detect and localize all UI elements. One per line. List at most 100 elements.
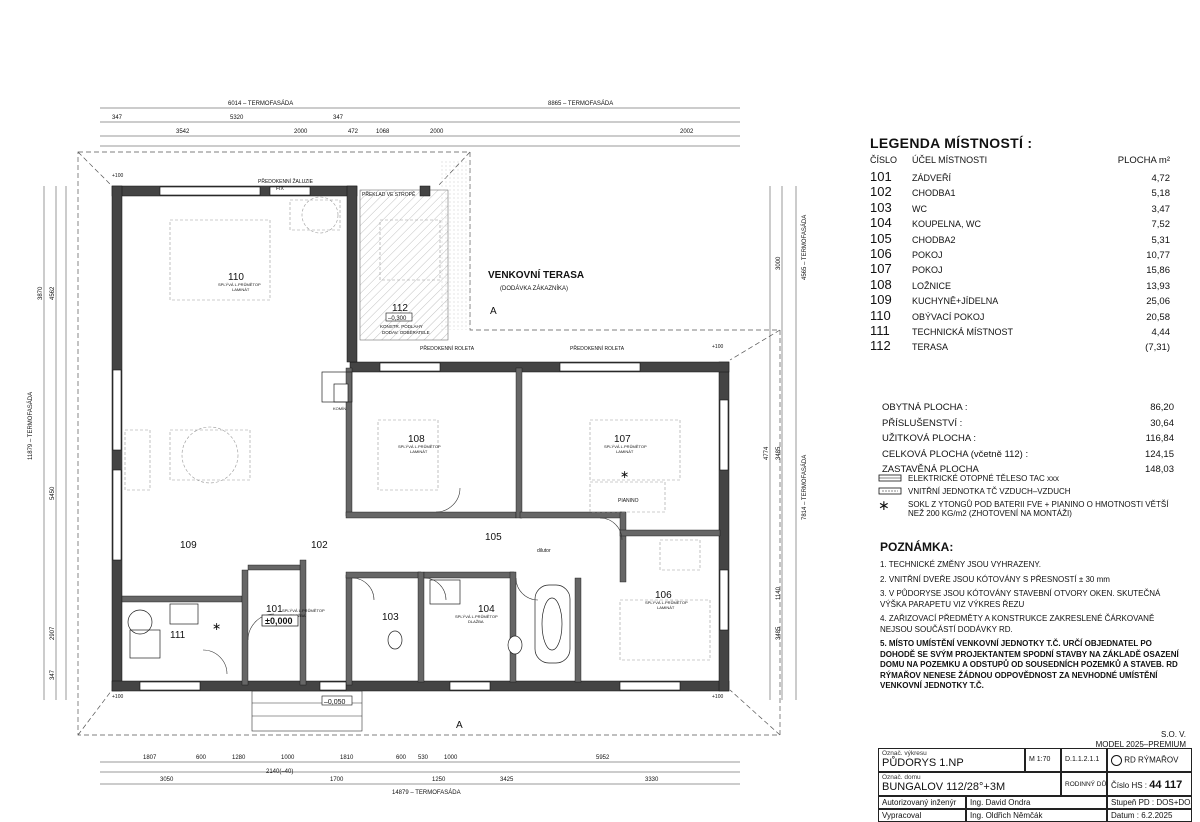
svg-text:dilutor: dilutor bbox=[537, 548, 551, 554]
summary-label: UŽITKOVÁ PLOCHA : bbox=[882, 433, 976, 444]
legend-room-number: 105 bbox=[870, 230, 892, 246]
summary-row: UŽITKOVÁ PLOCHA : 116,84 bbox=[882, 433, 1174, 449]
svg-text:PŘEKLAD VE STROPĚ: PŘEKLAD VE STROPĚ bbox=[362, 190, 416, 198]
heater-icon bbox=[878, 474, 908, 484]
level-outside: –0,050 bbox=[324, 699, 346, 706]
plan-labels: VENKOVNÍ TERASA (DODÁVKA ZÁKAZNÍKA) A A … bbox=[27, 100, 808, 796]
room-108-num: 108 bbox=[408, 434, 425, 445]
furniture bbox=[124, 196, 711, 661]
terrace-title: VENKOVNÍ TERASA bbox=[488, 268, 584, 281]
roof-outline bbox=[77, 151, 781, 736]
summary-value: 124,15 bbox=[1144, 448, 1174, 460]
company-logo: RD RÝMAŘOV bbox=[1107, 748, 1192, 772]
key-asterisk: ∗ SOKL Z YTONGŮ POD BATERII FVE + PIANIN… bbox=[878, 497, 1169, 518]
model-stamp: S.O. V. MODEL 2025–PREMIUM bbox=[1095, 730, 1186, 749]
summary-row: PŘÍSLUŠENSTVÍ :30,64 bbox=[882, 418, 1174, 434]
section-mark-bottom: A bbox=[456, 720, 463, 731]
svg-text:347: 347 bbox=[50, 669, 56, 680]
svg-text:SPLÝVÁ L.PRŮMĚTOP: SPLÝVÁ L.PRŮMĚTOP bbox=[218, 282, 261, 287]
svg-text:1700: 1700 bbox=[330, 777, 344, 783]
legend-room-area: 4,44 bbox=[1151, 326, 1171, 338]
door-swings bbox=[202, 487, 623, 675]
svg-text:472: 472 bbox=[348, 129, 359, 135]
legend-room-number: 106 bbox=[870, 245, 892, 261]
svg-text:5320: 5320 bbox=[230, 115, 244, 121]
legend-room-area: 5,18 bbox=[1151, 188, 1171, 200]
tb-hs: Číslo HS : 44 117 bbox=[1107, 772, 1192, 796]
room-103-num: 103 bbox=[382, 612, 399, 623]
svg-text:530: 530 bbox=[418, 755, 429, 761]
svg-text:11879 – TERMOFASÁDA: 11879 – TERMOFASÁDA bbox=[27, 392, 34, 460]
room-101-num: 101 bbox=[266, 604, 283, 615]
svg-text:5450: 5450 bbox=[50, 486, 56, 500]
svg-text:1280: 1280 bbox=[232, 755, 246, 761]
svg-text:DODAV. ODBĚRATELE: DODAV. ODBĚRATELE bbox=[382, 328, 430, 335]
terrace-outside-hatch bbox=[440, 160, 470, 330]
indoor-unit-icon bbox=[878, 487, 908, 497]
svg-text:+100: +100 bbox=[112, 694, 123, 700]
svg-text:3050: 3050 bbox=[160, 777, 174, 783]
svg-text:347: 347 bbox=[112, 115, 123, 121]
room-104-num: 104 bbox=[478, 604, 495, 615]
svg-text:3542: 3542 bbox=[176, 129, 190, 135]
legend-room-name: CHODBA1 bbox=[912, 188, 956, 199]
svg-text:KONSTR. PODLAHY: KONSTR. PODLAHY bbox=[380, 324, 423, 329]
summary-row: CELKOVÁ PLOCHA (včetně 112) :124,15 bbox=[882, 449, 1174, 465]
note-item: 3. V PŮDORYSE JSOU KÓTOVÁNY STAVEBNÍ OTV… bbox=[880, 589, 1161, 609]
notes-list: 1. TECHNICKÉ ZMĚNY JSOU VYHRAZENY. 2. VNI… bbox=[880, 560, 1180, 692]
svg-text:1140: 1140 bbox=[776, 586, 782, 600]
legend-room-area: (7,31) bbox=[1145, 342, 1170, 354]
legend-room-area: 3,47 bbox=[1151, 203, 1171, 215]
svg-text:1000: 1000 bbox=[444, 755, 458, 761]
section-mark-top: A bbox=[490, 306, 497, 317]
note-item: 4. ZAŘIZOVACÍ PŘEDMĚTY A KONSTRUKCE ZAKR… bbox=[880, 614, 1155, 634]
legend-room-number: 103 bbox=[870, 199, 892, 215]
summary-row: OBYTNÁ PLOCHA :86,20 bbox=[882, 402, 1174, 418]
key-unit: VNITŘNÍ JEDNOTKA TČ VZDUCH–VZDUCH bbox=[878, 487, 1178, 497]
svg-text:+100: +100 bbox=[712, 344, 723, 350]
svg-text:2002: 2002 bbox=[680, 129, 694, 135]
room-109-num: 109 bbox=[180, 540, 197, 551]
tb-date: Datum : 6.2.2025 bbox=[1107, 809, 1192, 822]
tb-house: Označ. domu BUNGALOV 112/28°+3M bbox=[878, 772, 1061, 796]
legend-room-area: 10,77 bbox=[1146, 249, 1170, 261]
svg-text:FIX: FIX bbox=[276, 186, 284, 192]
tb-stage: Stupeň PD : DOS+DOS bbox=[1107, 796, 1192, 809]
svg-text:347: 347 bbox=[333, 115, 344, 121]
svg-text:8865 – TERMOFASÁDA: 8865 – TERMOFASÁDA bbox=[548, 100, 613, 107]
room-107-num: 107 bbox=[614, 434, 631, 445]
legend-header: ČÍSLO ÚČEL MÍSTNOSTI PLOCHA m² bbox=[870, 155, 1170, 166]
svg-text:2907: 2907 bbox=[50, 626, 56, 640]
key-heater: ELEKTRICKÉ OTOPNÉ TĚLESO TAC xxx bbox=[878, 474, 1178, 484]
asterisk-icon: ∗ bbox=[878, 497, 890, 513]
svg-text:+100: +100 bbox=[712, 694, 723, 700]
svg-text:+100: +100 bbox=[112, 173, 123, 179]
svg-text:1000: 1000 bbox=[281, 755, 295, 761]
legend-title: LEGENDA MÍSTNOSTÍ : bbox=[870, 135, 1033, 151]
summary-label: ZASTAVĚNÁ PLOCHA bbox=[882, 464, 979, 475]
svg-text:KOMÍN: KOMÍN bbox=[333, 406, 346, 411]
note-item: 1. TECHNICKÉ ZMĚNY JSOU VYHRAZENY. bbox=[880, 560, 1041, 569]
svg-text:2140(–40): 2140(–40) bbox=[266, 769, 293, 775]
summary-value: 116,84 bbox=[1145, 433, 1174, 444]
room-106-num: 106 bbox=[655, 590, 672, 601]
svg-text:1068: 1068 bbox=[376, 129, 390, 135]
room-legend: LEGENDA MÍSTNOSTÍ : ČÍSLO ÚČEL MÍSTNOSTI… bbox=[870, 135, 1170, 354]
legend-room-name: OBÝVACÍ POKOJ bbox=[912, 311, 985, 322]
svg-text:2000: 2000 bbox=[294, 129, 308, 135]
legend-room-name: CHODBA2 bbox=[912, 234, 956, 245]
svg-text:4562: 4562 bbox=[50, 286, 56, 300]
note-item: 2. VNITŘNÍ DVEŘE JSOU KÓTOVÁNY S PŘESNOS… bbox=[880, 574, 1110, 584]
level-terrace: –0,300 bbox=[388, 316, 407, 322]
svg-text:SPLÝVÁ L.PRŮMĚTOP: SPLÝVÁ L.PRŮMĚTOP bbox=[282, 608, 325, 613]
sanitary-fixtures bbox=[127, 371, 571, 664]
svg-text:3485: 3485 bbox=[776, 626, 782, 640]
